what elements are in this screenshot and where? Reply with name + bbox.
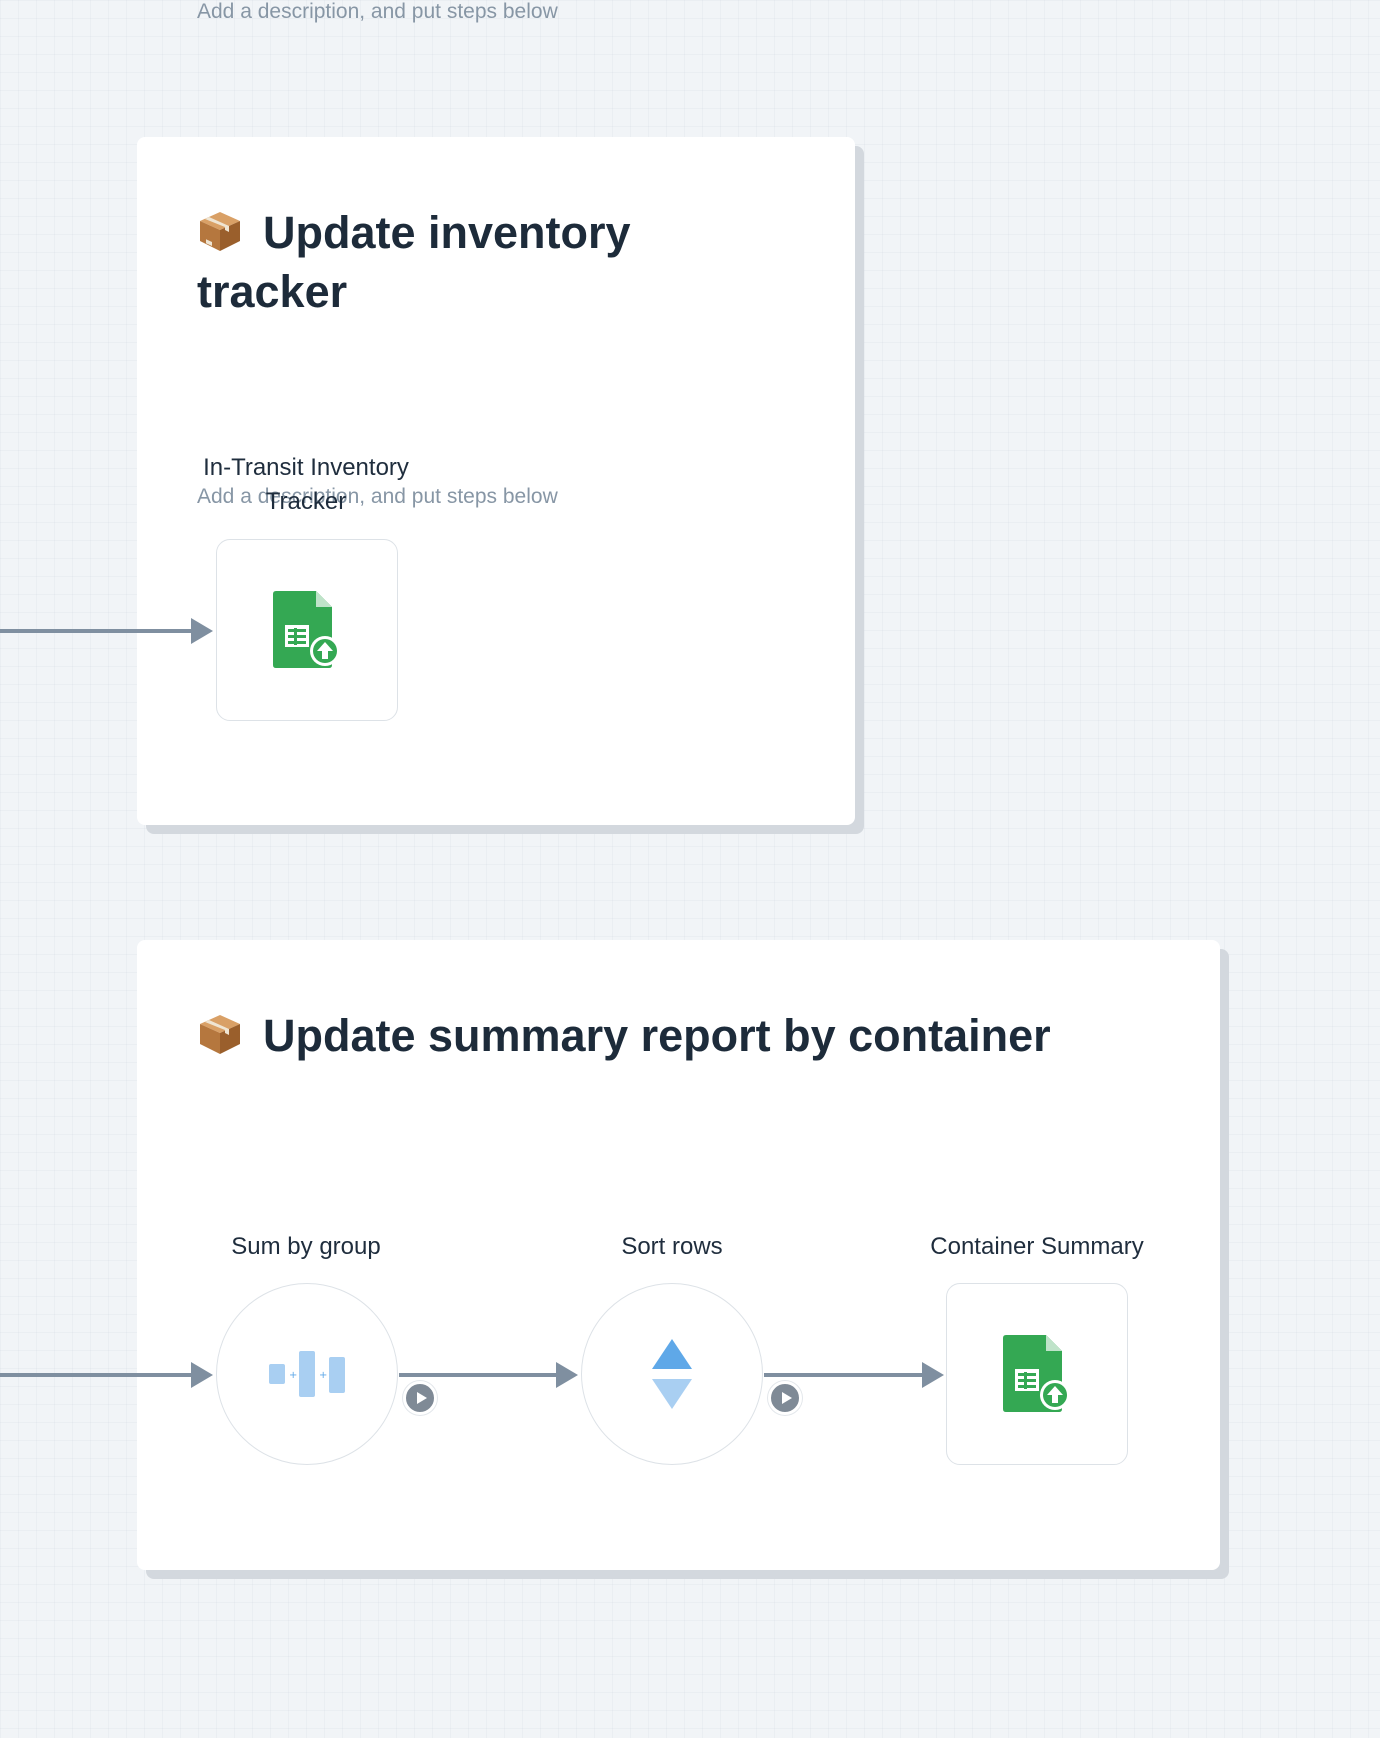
card-description[interactable]: Add a description, and put steps below [197,0,558,23]
svg-text:+: + [289,1370,297,1381]
play-icon[interactable] [403,1381,437,1415]
package-icon [197,208,243,254]
step-node-sort-rows[interactable] [581,1283,763,1465]
google-sheets-upload-icon [1003,1335,1070,1412]
svg-text:+: + [319,1370,327,1381]
step-label-container-summary: Container Summary [930,1233,1144,1260]
card-description[interactable]: Add a description, and put steps below [197,485,558,508]
sum-by-group-icon: + + [269,1351,345,1397]
step-node-container-summary[interactable] [946,1283,1128,1465]
step-group-card-summary[interactable]: Update summary report by container [137,940,1220,1570]
card-title-text: Update summary report by container [263,1010,1051,1061]
connector-arrow [0,618,213,644]
sort-icon [652,1339,692,1409]
connector-arrow [764,1362,944,1388]
step-label-sort-rows: Sort rows [621,1233,723,1260]
card-title[interactable]: Update summary report by container [197,1006,1097,1065]
connector-arrow [399,1362,578,1388]
step-node-sum-by-group[interactable]: + + [216,1283,398,1465]
step-label-in-transit-tracker: In-Transit Inventory Tracker [203,454,409,515]
card-title-text: Update inventory tracker [197,207,631,317]
step-node-in-transit-tracker[interactable] [216,539,398,721]
google-sheets-upload-icon [273,591,340,668]
step-label-sum-by-group: Sum by group [231,1233,381,1260]
package-icon [197,1011,243,1057]
card-title[interactable]: Update inventory tracker [197,203,717,321]
connector-arrow [0,1362,213,1388]
play-icon[interactable] [768,1381,802,1415]
